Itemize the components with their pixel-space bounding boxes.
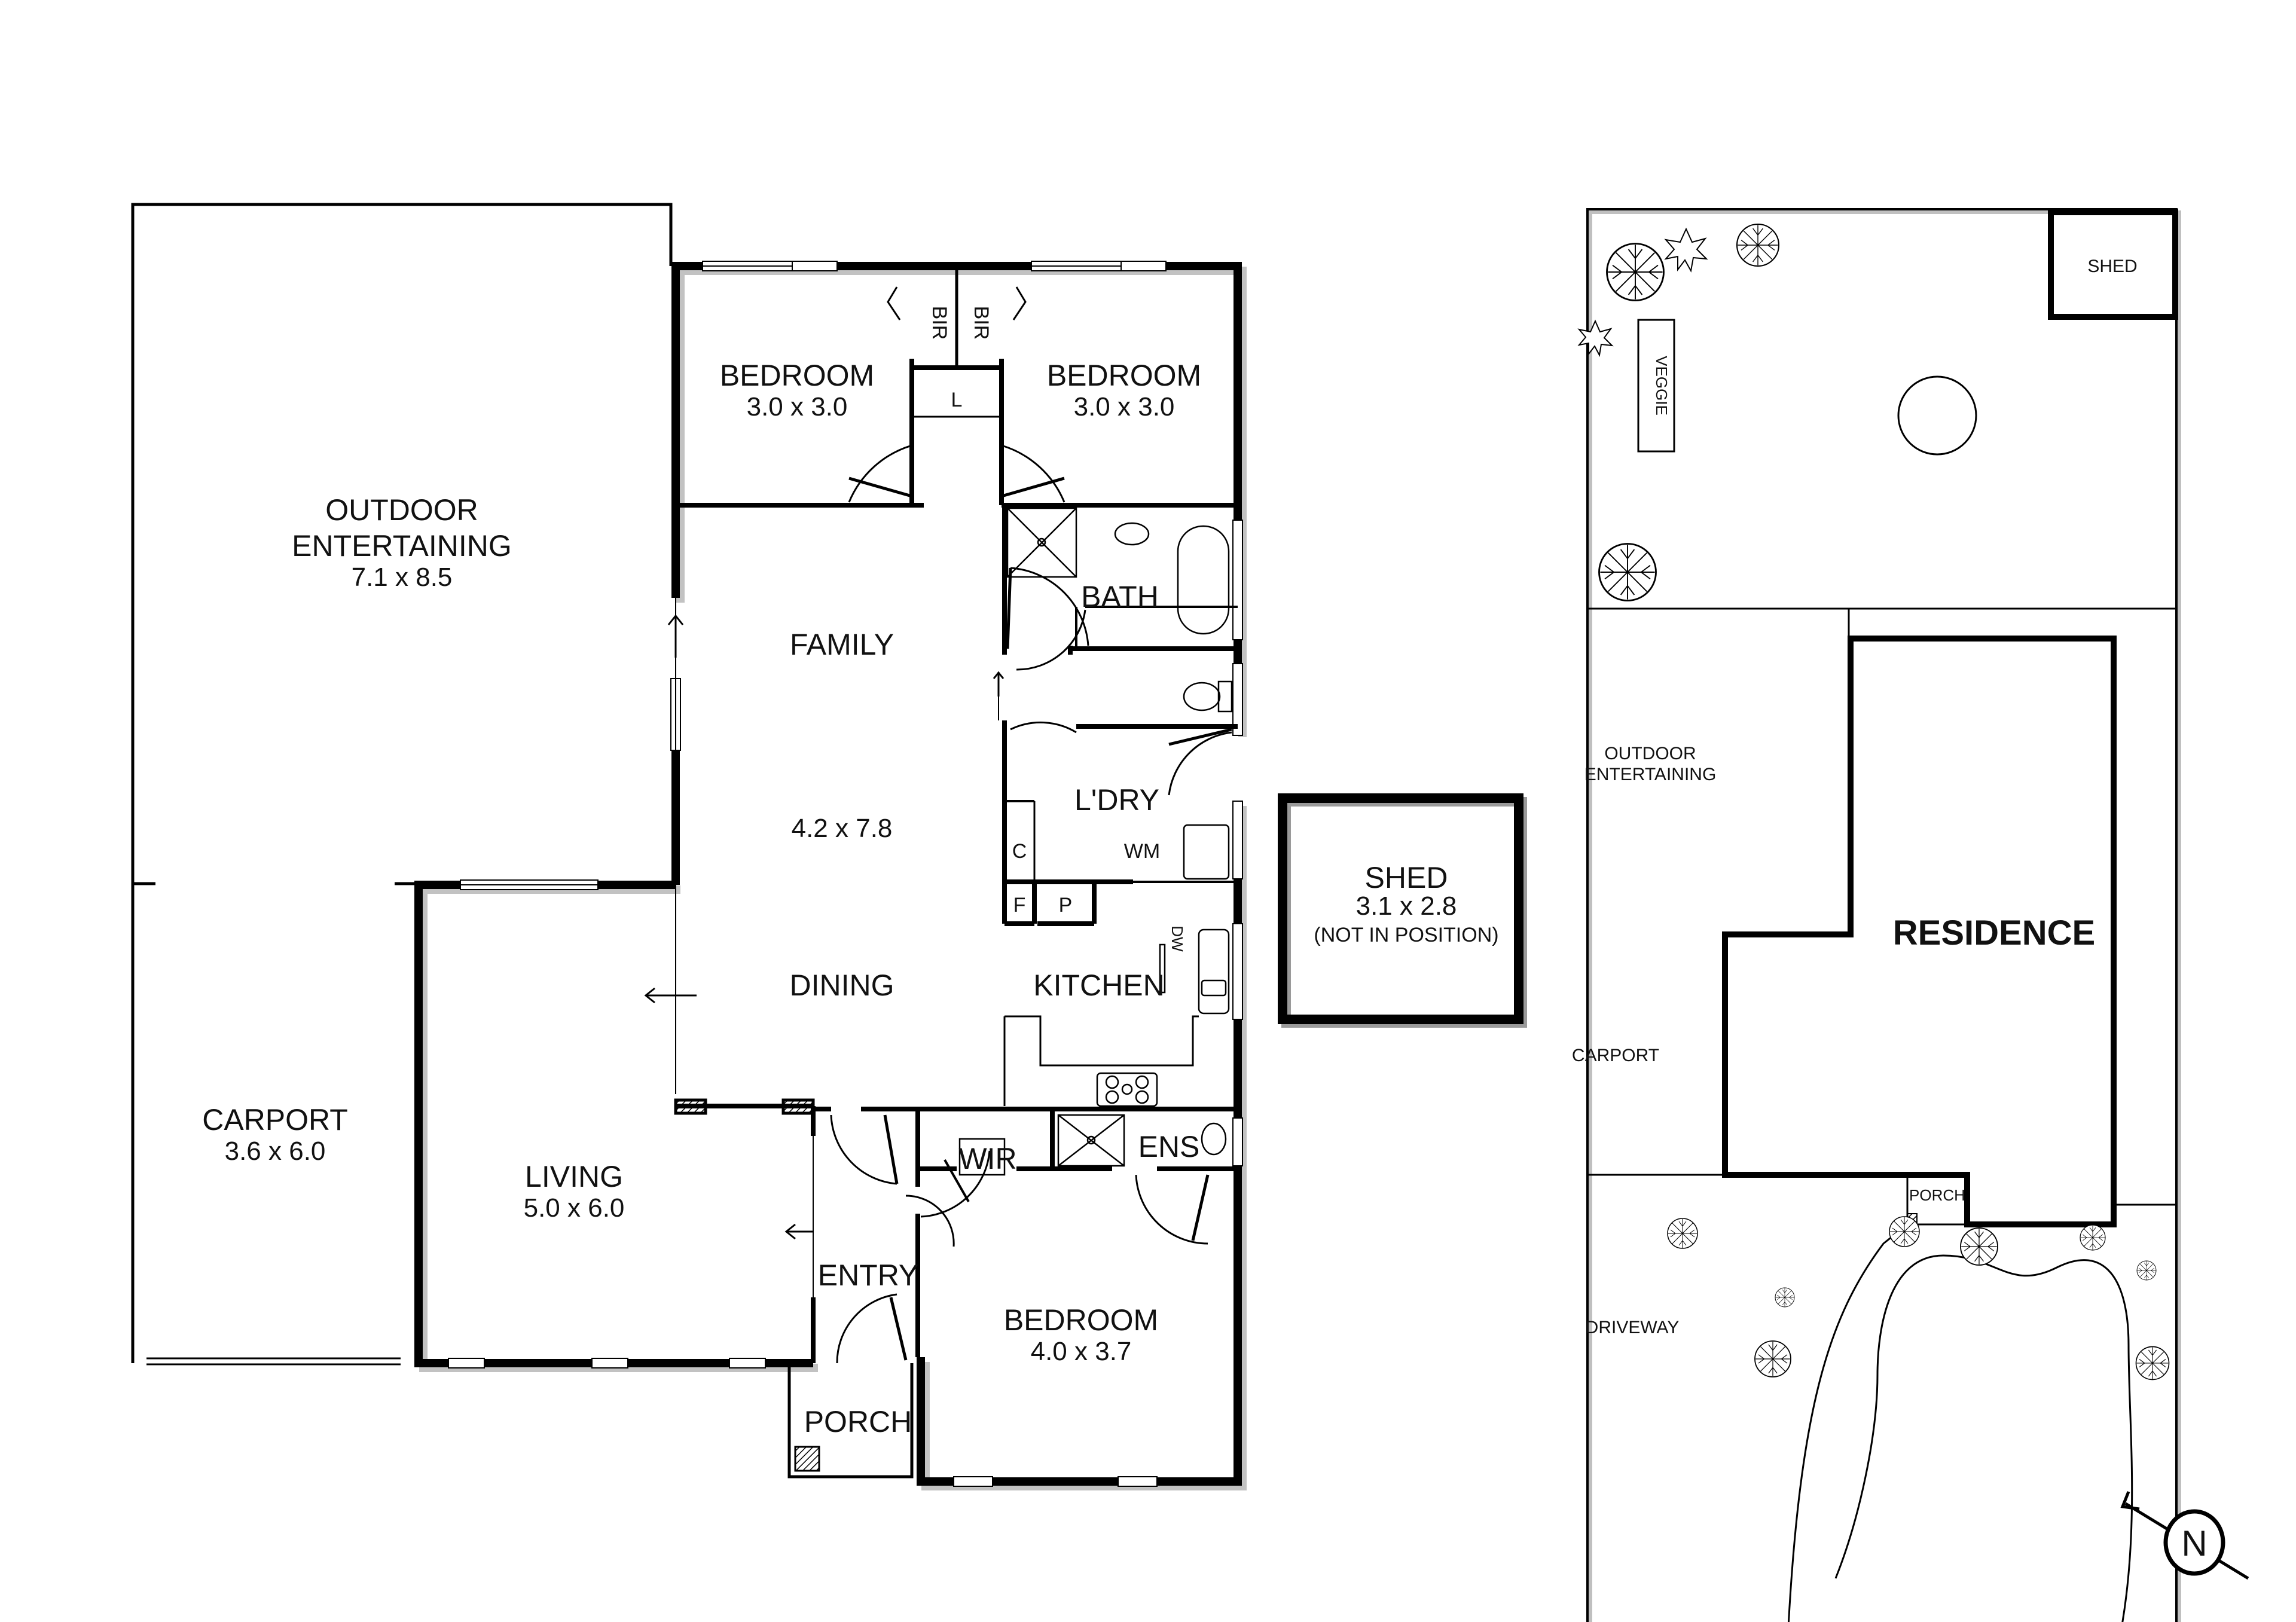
floor-plan: OUTDOOR ENTERTAINING 7.1 x 8.5 CARPORT 3… (131, 203, 1527, 1490)
room-dishwasher-label: DW (1168, 925, 1186, 952)
tree-icon (1754, 1340, 1791, 1377)
tree-icon (1889, 1216, 1920, 1247)
fixtures (887, 286, 1233, 1176)
garden-beds (1787, 1223, 2133, 1622)
direction-arrows (644, 614, 1004, 1240)
outdoor-entertaining-outline (131, 203, 673, 1366)
door-swings (830, 444, 1232, 1364)
room-bedroom-main-dims: 4.0 x 3.7 (1031, 1337, 1132, 1366)
room-pantry-label: P (1059, 894, 1073, 917)
north-arrow-icon: N (2120, 1491, 2249, 1580)
sliding-doors (675, 598, 999, 1297)
room-kitchen-label: KITCHEN (1033, 969, 1164, 1002)
room-linen-label: L (951, 389, 963, 411)
interior-walls (676, 269, 1238, 1479)
room-entry-label: ENTRY (818, 1258, 919, 1292)
windows (448, 261, 1243, 1487)
shed-structure (1278, 793, 1527, 1028)
room-labels: OUTDOOR ENTERTAINING 7.1 x 8.5 CARPORT 3… (202, 306, 1498, 1438)
room-living-label: LIVING (525, 1160, 623, 1193)
shower-ens (1057, 1114, 1125, 1167)
room-carport-label: CARPORT (202, 1103, 348, 1137)
residence-outline: RESIDENCE (1722, 636, 2117, 1227)
room-outdoor-label-1: OUTDOOR (325, 493, 478, 527)
trough (1183, 824, 1230, 880)
trees (1598, 223, 2170, 1380)
room-bedroom-main-label: BEDROOM (1004, 1303, 1158, 1337)
site-outdoor-label-2: ENTERTAINING (1584, 765, 1717, 784)
room-bedroom-nw-dims: 3.0 x 3.0 (747, 392, 848, 421)
room-family-label: FAMILY (790, 628, 894, 661)
room-fridge-label: F (1013, 894, 1026, 917)
tree-icon (1736, 223, 1780, 267)
room-porch-label: PORCH (804, 1405, 912, 1438)
clothesline-circle (1897, 375, 1977, 456)
room-wir-label: WIR (958, 1142, 1016, 1175)
site-carport-label: CARPORT (1572, 1046, 1659, 1065)
tree-icon (1775, 1287, 1795, 1308)
site-shed-label: SHED (2087, 256, 2137, 276)
tree-icon (1667, 1218, 1698, 1249)
site-porch-label: PORCH (1909, 1186, 1965, 1204)
tree-icon (2135, 1346, 2170, 1380)
basin-bath (1114, 522, 1150, 546)
room-outdoor-label-2: ENTERTAINING (292, 529, 512, 563)
room-ensuite-label: ENS (1138, 1130, 1200, 1163)
site-outdoor-label-1: OUTDOOR (1604, 744, 1696, 763)
room-outdoor-dims: 7.1 x 8.5 (352, 563, 453, 592)
site-plan: SHED VEGGIE RESIDENCE PORCH OUTDOOR ENTE… (1572, 208, 2249, 1622)
veggie-label: VEGGIE (1653, 356, 1671, 416)
wir-box (958, 1138, 1006, 1176)
shed-dims: 3.1 x 2.8 (1356, 891, 1457, 921)
shed-label: SHED (1365, 861, 1448, 894)
room-family-dims: 4.2 x 7.8 (792, 814, 893, 843)
tree-icon (2080, 1224, 2106, 1251)
room-wm-label: WM (1124, 840, 1160, 863)
site-driveway-label: DRIVEWAY (1586, 1318, 1680, 1337)
site-boundary (1586, 208, 2181, 1622)
shed-note: (NOT IN POSITION) (1314, 924, 1498, 946)
room-bir-left-label: BIR (928, 306, 951, 340)
tree-icon (1606, 243, 1665, 301)
shrubs (1577, 227, 1708, 358)
room-living-dims: 5.0 x 6.0 (524, 1193, 625, 1223)
kitchen-sink (1198, 928, 1230, 1015)
cooktop (1096, 1072, 1158, 1107)
toilet (1183, 682, 1221, 711)
room-cupboard-label: C (1012, 840, 1027, 863)
north-label: N (2181, 1523, 2207, 1563)
room-bedroom-ne-label: BEDROOM (1047, 359, 1201, 392)
site-porch: PORCH (1906, 1174, 1968, 1226)
residence-label: RESIDENCE (1893, 914, 2095, 952)
columns (674, 1098, 820, 1472)
room-bedroom-nw-label: BEDROOM (720, 359, 874, 392)
room-dining-label: DINING (790, 969, 894, 1002)
room-bath-label: BATH (1081, 580, 1159, 613)
shower-bath (1006, 507, 1077, 578)
site-shed: SHED (2048, 209, 2178, 320)
tree-icon (1960, 1227, 1998, 1266)
room-laundry-label: L'DRY (1074, 783, 1159, 817)
basin-ens (1201, 1122, 1227, 1156)
room-bedroom-ne-dims: 3.0 x 3.0 (1074, 392, 1175, 421)
tree-icon (1598, 543, 1657, 601)
veggie-bed: VEGGIE (1637, 319, 1675, 453)
tree-icon (2136, 1260, 2157, 1281)
room-carport-dims: 3.6 x 6.0 (225, 1137, 326, 1166)
room-bir-right-label: BIR (970, 306, 993, 340)
